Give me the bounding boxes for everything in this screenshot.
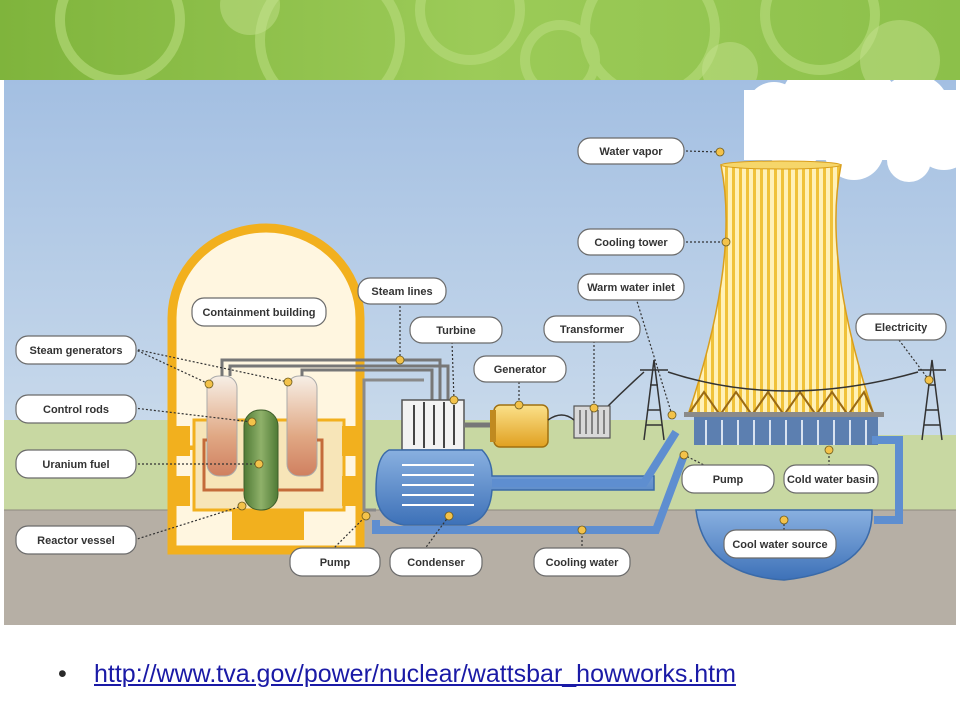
label-cooling-tower-text: Cooling tower <box>594 237 668 249</box>
condenser <box>375 449 655 526</box>
label-uranium-fuel: Uranium fuel <box>15 449 137 479</box>
label-reactor-vessel-text: Reactor vessel <box>37 535 115 547</box>
label-cool-water-source: Cool water source <box>723 529 837 559</box>
label-transformer-text: Transformer <box>560 324 625 336</box>
label-transformer: Transformer <box>543 315 641 343</box>
label-steam-lines-text: Steam lines <box>371 286 432 298</box>
label-leaders <box>133 147 934 551</box>
containment-building <box>167 223 365 555</box>
label-turbine-text: Turbine <box>436 325 476 337</box>
label-warm-water-inlet-text: Warm water inlet <box>587 282 675 294</box>
label-cooling-water-text: Cooling water <box>546 557 619 569</box>
label-reactor-vessel: Reactor vessel <box>15 525 137 555</box>
label-containment-building-text: Containment building <box>202 307 315 319</box>
label-cooling-tower: Cooling tower <box>577 228 685 256</box>
label-steam-generators: Steam generators <box>15 335 137 365</box>
label-cold-water-basin-text: Cold water basin <box>787 474 875 486</box>
label-electricity: Electricity <box>855 313 947 341</box>
label-generator-text: Generator <box>494 364 547 376</box>
nuclear-plant-diagram: Water vapor Cooling tower Warm water inl… <box>4 80 956 625</box>
label-warm-water-inlet: Warm water inlet <box>577 273 685 301</box>
label-steam-lines: Steam lines <box>357 277 447 305</box>
label-control-rods: Control rods <box>15 394 137 424</box>
label-pump-right-text: Pump <box>713 474 744 486</box>
label-control-rods-text: Control rods <box>43 404 109 416</box>
label-cooling-water: Cooling water <box>533 547 631 577</box>
header-banner <box>0 0 960 80</box>
steam-lines <box>220 358 450 400</box>
label-water-vapor: Water vapor <box>577 137 685 165</box>
label-condenser: Condenser <box>389 547 483 577</box>
bullet: • <box>58 660 67 688</box>
label-uranium-fuel-text: Uranium fuel <box>42 459 109 471</box>
label-turbine: Turbine <box>409 316 503 344</box>
label-water-vapor-text: Water vapor <box>599 146 663 158</box>
label-pump-right: Pump <box>681 464 775 494</box>
label-steam-generators-text: Steam generators <box>30 345 123 357</box>
label-containment-building: Containment building <box>191 297 327 327</box>
label-generator: Generator <box>473 355 567 383</box>
generator <box>490 404 549 448</box>
label-pump-left: Pump <box>289 547 381 577</box>
source-caption: • http://www.tva.gov/power/nuclear/wattsb… <box>58 660 736 689</box>
source-link[interactable]: http://www.tva.gov/power/nuclear/wattsba… <box>94 660 736 688</box>
label-cool-water-source-text: Cool water source <box>732 539 827 551</box>
label-pump-left-text: Pump <box>320 557 351 569</box>
label-cold-water-basin: Cold water basin <box>783 464 879 494</box>
label-electricity-text: Electricity <box>875 322 928 334</box>
label-condenser-text: Condenser <box>407 557 465 569</box>
cooling-tower <box>684 160 884 445</box>
feedwater-loop <box>362 378 424 512</box>
cooling-water-pipes <box>372 429 903 534</box>
vapor-cloud <box>744 80 956 182</box>
transmission-towers <box>603 359 946 441</box>
turbine <box>401 399 494 451</box>
